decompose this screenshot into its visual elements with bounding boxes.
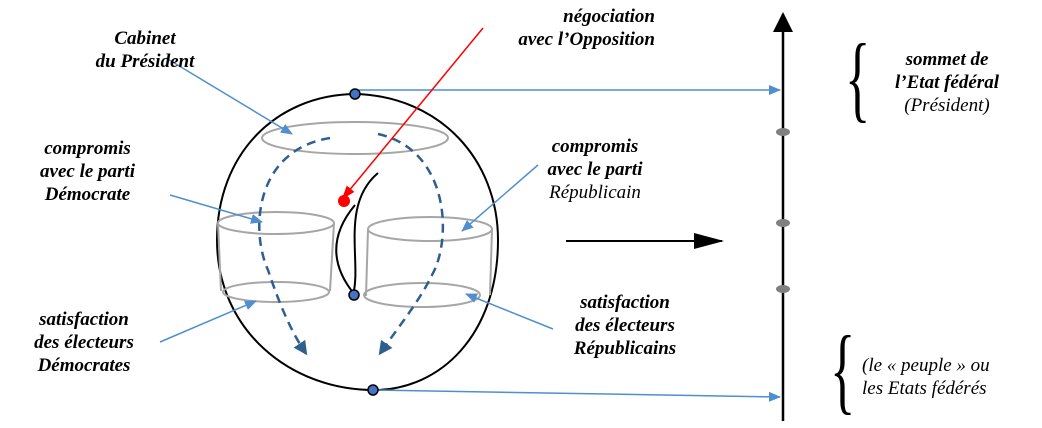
center-dot xyxy=(348,289,360,301)
top-pole-dot xyxy=(349,88,361,100)
label-satisfaction-democrates: satisfaction des électeurs Démocrates xyxy=(34,309,134,376)
right-lower-ring xyxy=(363,282,481,308)
negociation-arrow xyxy=(341,27,484,200)
leader-satisfaction-dem xyxy=(159,300,257,343)
label-peuple: (le « peuple » ou les Etats fédérés xyxy=(862,355,990,399)
label-satisfaction-republicains: satisfaction des électeurs Républicains xyxy=(573,292,677,359)
left-mid-ring xyxy=(217,211,335,235)
axis-tick-2 xyxy=(776,219,790,227)
dashed-arrow-right xyxy=(377,132,445,356)
opposition-dot xyxy=(338,195,350,207)
axis-tick-1 xyxy=(776,128,790,136)
leader-compromis-dem xyxy=(169,194,263,224)
projection-bottom xyxy=(372,389,781,402)
leader-cabinet xyxy=(165,57,293,135)
top-ring xyxy=(261,121,449,155)
label-negociation: négociation avec l’Opposition xyxy=(518,6,655,50)
inner-hole-right xyxy=(352,172,379,296)
label-compromis-democrate: compromis avec le parti Démocrate xyxy=(40,138,135,205)
axis-tick-3 xyxy=(776,285,790,293)
dashed-arrow-left xyxy=(258,136,331,356)
inner-hole-left xyxy=(335,204,356,296)
brace-top: { xyxy=(845,24,871,131)
label-sommet: sommet de l’Etat fédéral (Président) xyxy=(895,49,999,116)
bottom-pole-dot xyxy=(367,384,379,396)
label-cabinet: Cabinet du Président xyxy=(95,28,195,72)
leader-compromis-rep xyxy=(461,164,539,232)
brace-bottom: { xyxy=(830,316,856,423)
label-compromis-republicain: compromis avec le parti Républicain xyxy=(547,136,643,203)
left-lower-ring xyxy=(222,281,330,303)
leader-satisfaction-rep xyxy=(465,293,554,330)
